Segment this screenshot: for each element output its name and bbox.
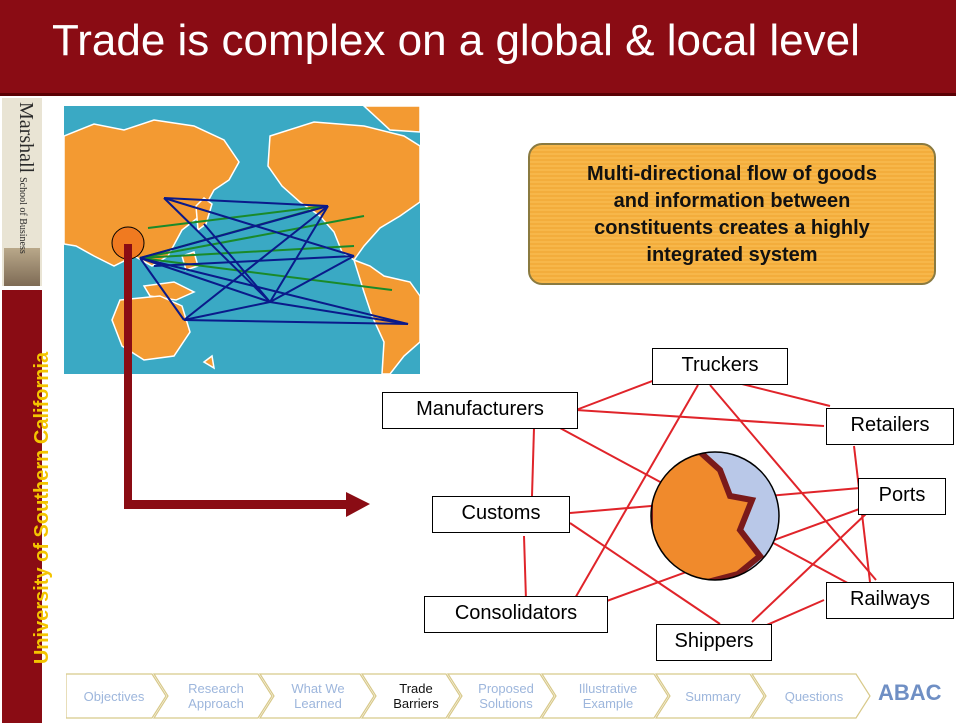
nav-objectives[interactable]: Objectives xyxy=(83,688,145,704)
abac-logo: ABAC xyxy=(878,680,942,705)
nav-summary[interactable]: Summary xyxy=(685,688,741,704)
node-retailers: Retailers xyxy=(826,408,954,445)
university-band xyxy=(2,290,42,723)
node-railways: Railways xyxy=(826,582,954,619)
marshall-logo: MarshallSchool of Business xyxy=(2,98,42,286)
node-truckers: Truckers xyxy=(652,348,788,385)
nav-what-we-learned[interactable]: What We Learned xyxy=(291,681,345,711)
connector-arrow xyxy=(124,244,370,517)
node-shippers: Shippers xyxy=(656,624,772,661)
nav-illustrative-example[interactable]: Illustrative Example xyxy=(578,681,638,711)
node-customs: Customs xyxy=(432,496,570,533)
title-bar: Trade is complex on a global & local lev… xyxy=(0,0,956,96)
building-image xyxy=(4,248,40,286)
nav-proposed-solutions[interactable]: Proposed Solutions xyxy=(478,681,534,711)
node-manufacturers: Manufacturers xyxy=(382,392,578,429)
nav-trade-barriers[interactable]: Trade Barriers xyxy=(393,681,439,711)
node-consolidators: Consolidators xyxy=(424,596,608,633)
trade-route-map xyxy=(64,106,420,374)
callout-box: Multi-directional flow of goods and info… xyxy=(528,143,936,285)
nav-research-approach[interactable]: Research Approach xyxy=(188,681,244,711)
nav-questions[interactable]: Questions xyxy=(784,688,844,704)
nav-chevrons xyxy=(66,673,871,719)
slide-title: Trade is complex on a global & local lev… xyxy=(52,16,860,65)
node-ports: Ports xyxy=(858,478,946,515)
callout-text: Multi-directional flow of goods and info… xyxy=(587,163,877,266)
